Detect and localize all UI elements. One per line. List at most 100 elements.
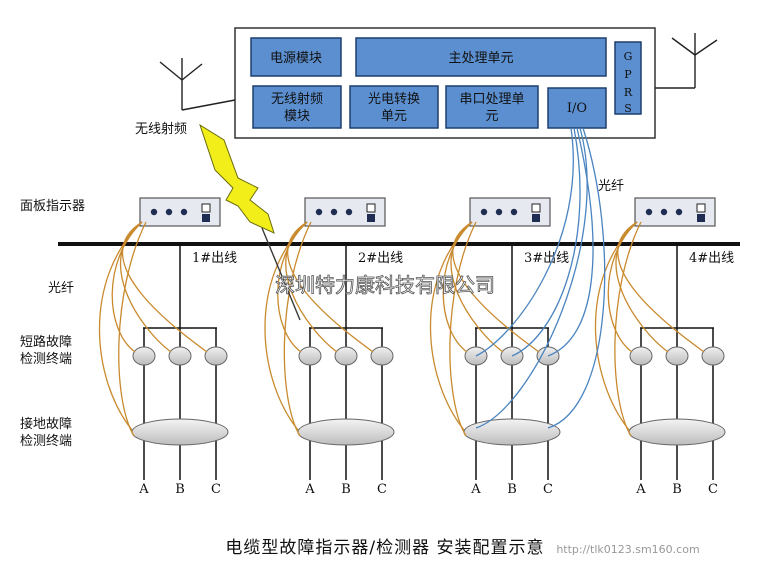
feeder-3-phase-label-b: B	[507, 482, 517, 497]
feeder-4-short-circuit-sensor-b	[665, 346, 689, 366]
wireless-link-lightning-icon	[199, 123, 275, 234]
io-fiber-4	[475, 127, 588, 429]
feeder-2-fiber-ground-2	[283, 221, 312, 437]
panel-indicator-3-led-3	[510, 208, 518, 216]
panel-indicator-4-led-3	[675, 208, 683, 216]
ground-fault-label-1: 接地故障	[20, 416, 72, 432]
optoelectronic-unit	[349, 85, 439, 129]
wireless-rf-label: 无线射频	[135, 121, 187, 137]
gprs-letter-g: G	[624, 50, 633, 63]
feeder-4-short-circuit-sensor-c	[701, 346, 725, 366]
panel-indicator-1-led-1	[150, 208, 158, 216]
right-antenna-icon	[655, 33, 718, 89]
main-processing-unit	[355, 37, 607, 77]
feeder-2-fiber-short-a	[277, 221, 308, 353]
source-url: http://tlk0123.sm160.com	[556, 543, 699, 556]
feeder-2-phase-label-c: C	[377, 482, 387, 497]
feeder-1-short-circuit-sensor-c	[204, 346, 228, 366]
feeder-3-fiber-ground	[429, 221, 473, 431]
panel-indicator-4-display	[697, 214, 705, 222]
feeder-4-phase-label-b: B	[672, 482, 682, 497]
gprs-module	[614, 41, 642, 115]
panel-indicator-1-button	[201, 203, 211, 213]
panel-indicator-label: 面板指示器	[20, 199, 85, 214]
feeder-4-phase-label-c: C	[708, 482, 718, 497]
feeder-3-phase-label-a: A	[470, 482, 481, 497]
main-processing-unit-label: 主处理单元	[448, 51, 513, 66]
fiber-cables	[98, 127, 705, 437]
diagram-caption: 电缆型故障指示器/检测器 安装配置示意	[225, 538, 544, 558]
panel-indicator-2-led-3	[345, 208, 353, 216]
feeder-4-short-circuit-sensor-a	[629, 346, 653, 366]
ground-fault-label-2: 检测终端	[20, 433, 72, 449]
feeder-2-fiber-short-c	[287, 221, 374, 353]
panel-indicator-2-led-2	[330, 208, 338, 216]
panel-indicator-1-led-3	[180, 208, 188, 216]
fiber-right-label: 光纤	[598, 179, 624, 194]
panel-indicator-3-button	[531, 203, 541, 213]
panel-indicator-1-display	[202, 214, 210, 222]
panel-indicator-3-led-2	[495, 208, 503, 216]
optoelectronic-label-1: 光电转换	[368, 92, 420, 107]
gprs-letter-p: P	[624, 68, 632, 81]
gprs-letter-s: S	[624, 102, 632, 115]
panel-indicator-4-led-2	[660, 208, 668, 216]
feeder-4-fiber-short-c	[617, 221, 705, 353]
gprs-letter-r: R	[624, 86, 633, 99]
panel-indicator-3-display	[532, 214, 540, 222]
io-fiber-2	[511, 127, 581, 357]
company-watermark: 深圳特力康科技有限公司	[275, 273, 495, 297]
rf-module-label-2: 模块	[284, 109, 310, 124]
serial-label-2: 元	[485, 109, 498, 124]
feeder-3-phase-label-c: C	[543, 482, 553, 497]
panel-indicator-4-button	[696, 203, 706, 213]
feeder-4-label: 4#出线	[689, 251, 734, 266]
feeder-2-fiber-ground	[264, 221, 308, 431]
rf-module	[252, 85, 342, 129]
io-module-label: I/O	[567, 101, 587, 116]
feeder-1-short-circuit-sensor-a	[132, 346, 156, 366]
feeder-1-ground-fault-sensor	[131, 418, 229, 446]
feeder-1-fiber-short-a	[111, 221, 143, 353]
panel-indicator-2-display	[367, 214, 375, 222]
io-fiber-3	[547, 127, 594, 357]
feeder-4-fiber-short-b	[615, 221, 669, 353]
io-fiber-1	[475, 127, 574, 357]
wireless-link-line	[261, 227, 301, 321]
feeder-3-fiber-short-a	[442, 221, 473, 353]
panel-indicator-2-button	[366, 203, 376, 213]
panel-indicator-4-led-1	[645, 208, 653, 216]
feeder-1-short-circuit-sensor-b	[168, 346, 192, 366]
feeder-2-short-circuit-sensor-c	[370, 346, 394, 366]
main-device: 电源模块 主处理单元 G P R S 无线射频 模块 光电转换 单元 串口处理单…	[234, 27, 656, 139]
feeder-1-phase-label-b: B	[175, 482, 185, 497]
short-circuit-label-1: 短路故障	[20, 334, 72, 350]
feeder-1-fiber-ground-2	[118, 221, 147, 437]
feeder-2-short-circuit-sensor-b	[334, 346, 358, 366]
optoelectronic-label-2: 单元	[381, 109, 407, 124]
serial-processing-unit	[445, 85, 539, 129]
feeder-1-phase-label-a: A	[138, 482, 149, 497]
feeder-4-fiber-short-a	[607, 221, 638, 353]
feeder-3-fiber-short-c	[452, 221, 540, 353]
io-module	[547, 87, 607, 129]
feeder-1-fiber-ground	[98, 221, 143, 431]
power-module-label: 电源模块	[270, 51, 322, 66]
feeder-3-ground-fault-sensor	[463, 418, 561, 446]
panel-indicator-2-led-1	[315, 208, 323, 216]
feeder-2-label: 2#出线	[358, 251, 403, 266]
feeder-2-short-circuit-sensor-a	[298, 346, 322, 366]
feeder-2-ground-fault-sensor	[297, 418, 395, 446]
feeder-3-fiber-ground-2	[449, 221, 477, 437]
fiber-left-label: 光纤	[48, 281, 74, 296]
feeder-4-phase-label-a: A	[635, 482, 646, 497]
short-circuit-label-2: 检测终端	[20, 351, 72, 367]
feeder-2-phase-label-a: A	[304, 482, 315, 497]
serial-label-1: 串口处理单	[459, 92, 524, 107]
feeder-3-label: 3#出线	[524, 251, 569, 266]
feeder-1-fiber-short-c	[121, 221, 208, 353]
feeder-1-label: 1#出线	[192, 251, 237, 266]
feeder-1-fiber-short-b	[119, 221, 172, 353]
